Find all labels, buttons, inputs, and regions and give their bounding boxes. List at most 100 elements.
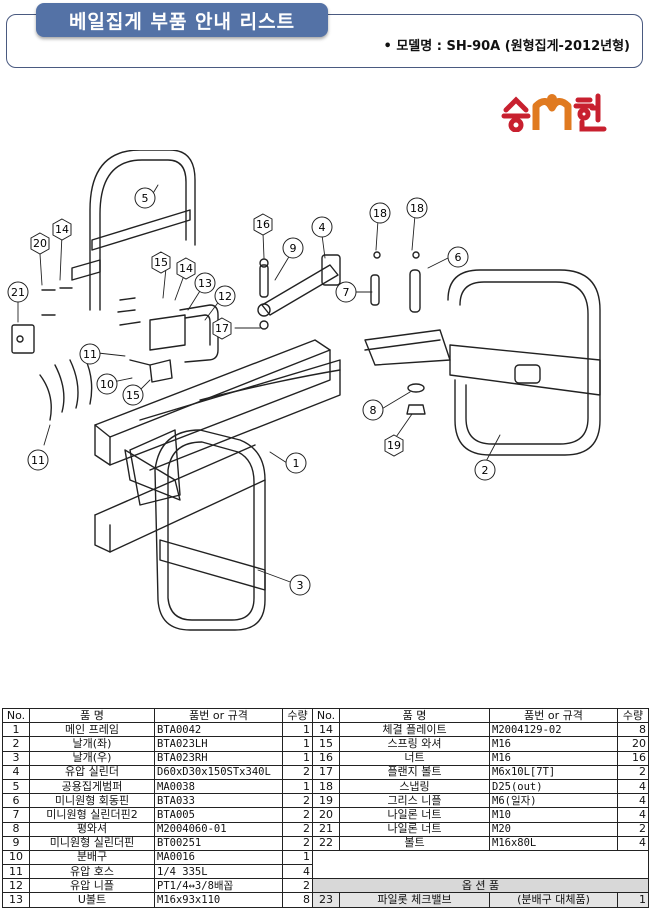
svg-text:7: 7 bbox=[343, 286, 350, 299]
callout-20: 18 bbox=[406, 197, 428, 219]
header-part: 품번 or 규격 bbox=[154, 707, 283, 724]
row-qty: 1 bbox=[282, 736, 313, 752]
table-header-row: No. 품 명 품번 or 규격 수량 No. 품 명 품번 or 규격 수량 bbox=[2, 707, 649, 724]
callout-2: 2 bbox=[474, 459, 496, 481]
row-part: PT1/4↔3/8배꼽 bbox=[154, 878, 283, 894]
svg-text:14: 14 bbox=[55, 223, 69, 236]
row-no: 21 bbox=[312, 821, 340, 837]
option-header: 옵 션 품 bbox=[312, 878, 649, 894]
hoses-group bbox=[39, 357, 93, 421]
row-part: M6(일자) bbox=[489, 793, 618, 809]
svg-text:6: 6 bbox=[455, 251, 462, 264]
svg-text:11: 11 bbox=[83, 348, 97, 361]
row-name: 나일론 너트 bbox=[339, 821, 490, 837]
row-no: 11 bbox=[2, 864, 30, 880]
row-qty: 1 bbox=[282, 750, 313, 766]
row-qty: 4 bbox=[282, 864, 313, 880]
callout-18b: 17 bbox=[212, 317, 232, 340]
callout-13: 12 bbox=[214, 285, 236, 307]
row-name: 스냅링 bbox=[339, 778, 490, 795]
leader-lines bbox=[17, 184, 501, 584]
option-part: (분배구 대체품) bbox=[489, 892, 618, 908]
row-part: M16 bbox=[489, 750, 618, 766]
callout-22: 20 bbox=[30, 232, 50, 255]
header-name: 품 명 bbox=[29, 707, 155, 724]
svg-text:15: 15 bbox=[154, 256, 168, 269]
row-no: 15 bbox=[312, 736, 340, 752]
callout-19: 18 bbox=[369, 202, 391, 224]
wing-left-part bbox=[364, 269, 601, 456]
row-qty: 2 bbox=[617, 764, 649, 780]
callout-8: 8 bbox=[362, 399, 384, 421]
row-qty: 2 bbox=[282, 878, 313, 894]
callout-markers: 5 16 9 4 18 18 6 7 8 19 1 2 3 15 14 13 1… bbox=[7, 187, 496, 596]
row-no: 17 bbox=[312, 764, 340, 780]
row-name: 날개(좌) bbox=[29, 736, 155, 752]
row-qty: 4 bbox=[617, 807, 649, 823]
row-no: 18 bbox=[312, 778, 340, 795]
svg-text:4: 4 bbox=[319, 221, 326, 234]
row-part: M2004129-02 bbox=[489, 722, 618, 738]
row-part: D60xD30x150STx340L bbox=[154, 764, 283, 780]
model-name: • 모델명 : SH-90A (원형집게-2012년형) bbox=[383, 39, 630, 54]
svg-text:3: 3 bbox=[297, 579, 304, 592]
row-name: 미니원형 실린더핀2 bbox=[29, 807, 155, 823]
callout-15a: 14 bbox=[52, 218, 72, 241]
bolts-group bbox=[41, 287, 73, 316]
distributor-part bbox=[11, 324, 35, 354]
row-part: MA0038 bbox=[154, 778, 283, 795]
row-part: BTA0042 bbox=[154, 722, 283, 738]
exploded-parts-diagram: 5 16 9 4 18 18 6 7 8 19 1 2 3 15 14 13 1… bbox=[7, 150, 601, 631]
row-no: 3 bbox=[2, 750, 30, 766]
row-part: M10 bbox=[489, 807, 618, 823]
callout-7: 7 bbox=[335, 281, 357, 303]
row-qty: 1 bbox=[282, 849, 313, 866]
row-qty: 2 bbox=[282, 764, 313, 780]
pins-group bbox=[259, 251, 421, 330]
header-qty: 수량 bbox=[617, 707, 649, 724]
svg-text:11: 11 bbox=[31, 454, 45, 467]
row-part: BTA005 bbox=[154, 807, 283, 823]
row-part: BTA023RH bbox=[154, 750, 283, 766]
callout-12: 11 bbox=[79, 343, 101, 365]
svg-text:21: 21 bbox=[11, 286, 25, 299]
callout-4: 4 bbox=[311, 216, 333, 238]
callout-17: 15 bbox=[122, 384, 144, 406]
row-part: 1/4 335L bbox=[154, 864, 283, 880]
row-part: M16x80L bbox=[489, 835, 618, 851]
wing-right-part bbox=[124, 429, 266, 631]
svg-text:16: 16 bbox=[256, 218, 270, 231]
svg-text:13: 13 bbox=[198, 277, 212, 290]
row-qty: 1 bbox=[282, 778, 313, 795]
svg-text:17: 17 bbox=[215, 322, 229, 335]
logo-m-glyph bbox=[532, 94, 572, 130]
row-qty: 2 bbox=[282, 835, 313, 851]
row-qty: 4 bbox=[617, 793, 649, 809]
bumper-part bbox=[71, 150, 196, 311]
washer-nut-group bbox=[406, 383, 426, 415]
row-name: 미니원형 실린더핀 bbox=[29, 835, 155, 851]
callout-23: 21 bbox=[7, 281, 29, 303]
row-no: 8 bbox=[2, 821, 30, 837]
svg-text:20: 20 bbox=[33, 237, 47, 250]
svg-text:2: 2 bbox=[482, 464, 489, 477]
header-no: No. bbox=[2, 707, 30, 724]
row-qty: 20 bbox=[617, 736, 649, 752]
row-qty: 8 bbox=[282, 892, 313, 908]
row-no: 7 bbox=[2, 807, 30, 823]
row-no: 4 bbox=[2, 764, 30, 780]
svg-text:19: 19 bbox=[387, 439, 401, 452]
row-no: 14 bbox=[312, 722, 340, 738]
row-name: 그리스 니플 bbox=[339, 793, 490, 809]
row-qty: 2 bbox=[282, 793, 313, 809]
header-no: No. bbox=[312, 707, 340, 724]
callout-21: 19 bbox=[384, 434, 404, 457]
row-name: 분배구 bbox=[29, 849, 155, 866]
